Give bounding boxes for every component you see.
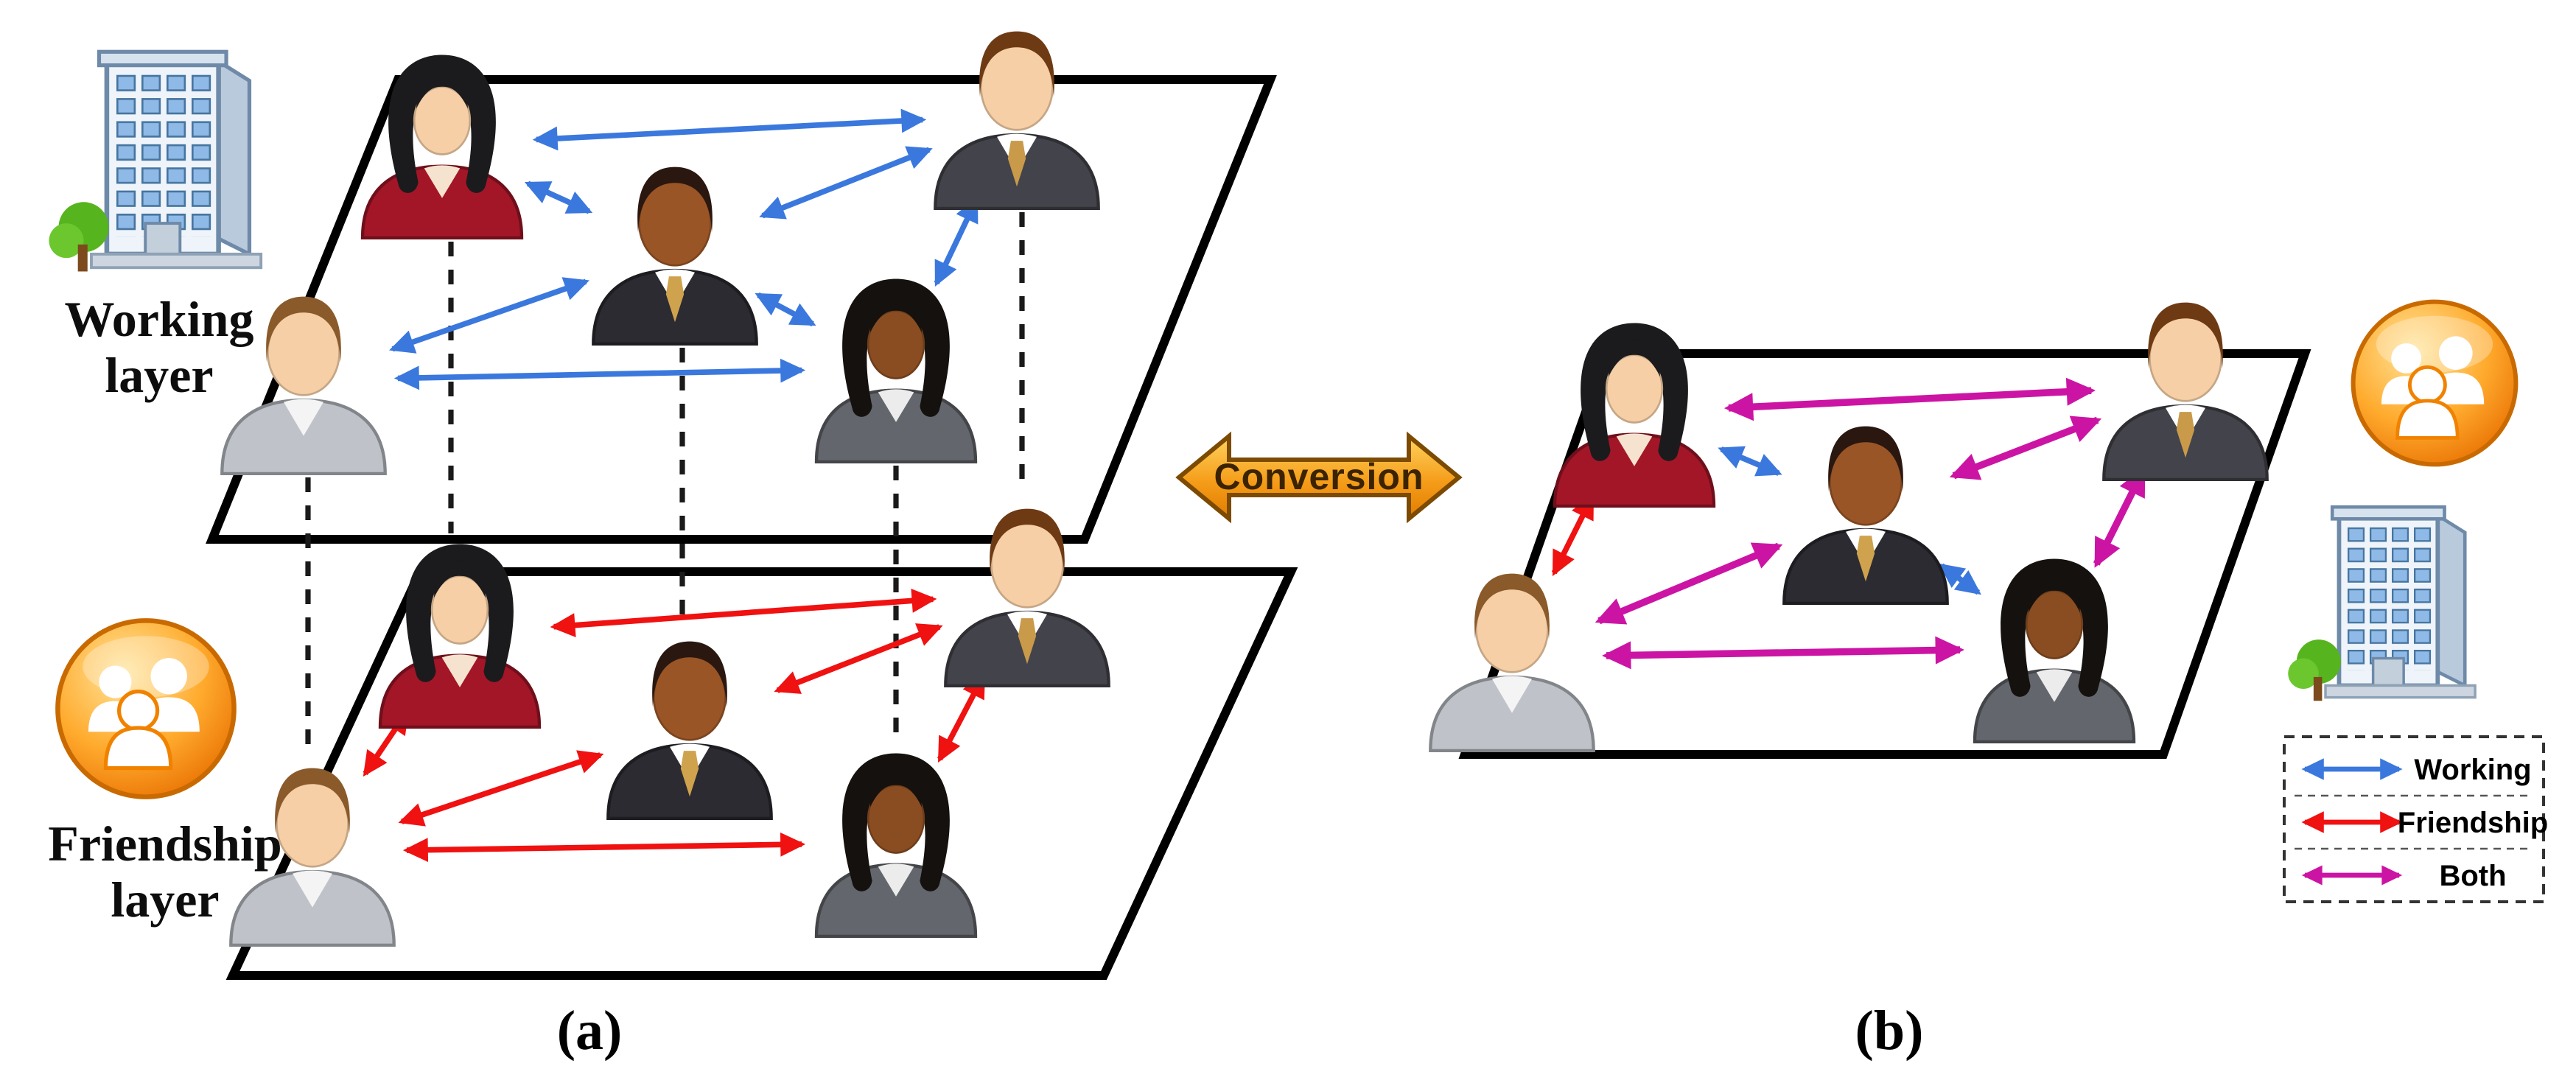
edge-working [934, 196, 979, 287]
edge-friendship [398, 750, 604, 827]
person-working-man-gray [220, 296, 387, 476]
person-friendship-man-dark [606, 641, 773, 821]
legend-label-working: Working [2414, 754, 2531, 786]
working-layer-label-line2: layer [105, 347, 213, 403]
friendship-layer-plane [225, 567, 1298, 980]
person-merged-woman-dark [1973, 558, 2136, 744]
caption-b: (b) [1855, 1000, 1924, 1062]
working-layer-label-line1: Working [65, 291, 254, 347]
person-merged-man-gray [1429, 573, 1595, 753]
person-friendship-woman-dark [814, 753, 978, 939]
edge-working [759, 146, 933, 220]
conversion-arrow-shape [1175, 431, 1463, 524]
legend-label-both: Both [2439, 860, 2506, 892]
people [220, 31, 2269, 947]
edge-working [1718, 446, 1782, 477]
network-edges [363, 108, 2147, 863]
edge-working [532, 108, 927, 151]
person-working-man-dark [592, 167, 758, 346]
edge-both [1949, 416, 2102, 480]
office-building-icon-b [2288, 507, 2475, 701]
friends-group-icon-b [2353, 302, 2516, 465]
edge-both [1602, 636, 1964, 670]
edge-working [389, 277, 589, 354]
person-merged-man-suit [2102, 302, 2269, 482]
edge-working [393, 358, 806, 390]
friends-group-icon [57, 620, 234, 796]
edge-both [1595, 542, 1783, 625]
person-working-woman-dark [814, 278, 978, 464]
legend-label-friendship: Friendship [2398, 807, 2548, 839]
edge-friendship [937, 672, 986, 763]
conversion-arrow: Conversion [1175, 431, 1463, 524]
edge-working [1939, 563, 1981, 595]
conversion-label: Conversion [1214, 456, 1424, 497]
friendship-layer-label-line2: layer [111, 872, 219, 928]
person-working-woman-red [360, 55, 524, 240]
office-building-icon [49, 52, 261, 271]
edge-working [524, 180, 593, 214]
edge-friendship [774, 623, 943, 694]
edge-both [1723, 377, 2096, 421]
person-friendship-man-gray [229, 768, 396, 947]
person-friendship-woman-red [378, 544, 542, 729]
person-working-man-suit [934, 31, 1100, 211]
edge-friendship [550, 589, 937, 637]
person-merged-woman-red [1553, 323, 1716, 508]
edge-friendship [1551, 493, 1595, 577]
edge-both [2093, 466, 2147, 568]
edge-working [755, 292, 816, 327]
edge-friendship [402, 832, 806, 863]
caption-a: (a) [557, 1000, 623, 1062]
network-planes [206, 75, 2311, 980]
person-merged-man-dark [1782, 426, 1949, 606]
person-friendship-man-suit [944, 508, 1110, 688]
friendship-layer-label-line1: Friendship [48, 816, 281, 872]
